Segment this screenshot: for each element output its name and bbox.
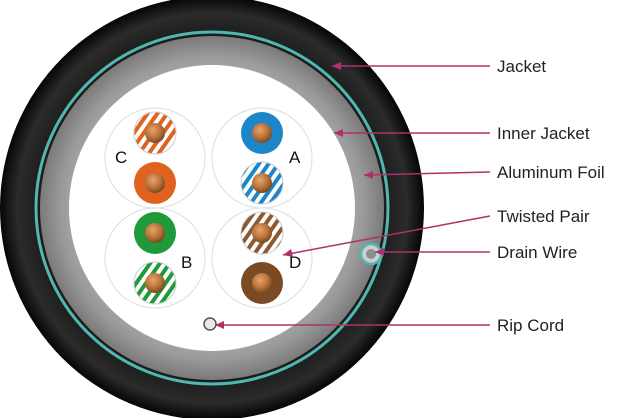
leader-twisted-pair — [282, 215, 491, 256]
label-jacket: Jacket — [497, 57, 546, 76]
arrowhead-twisted-pair — [283, 249, 293, 257]
arrowhead-inner-jacket — [334, 129, 343, 137]
arrowhead-rip-cord — [215, 321, 224, 329]
pair-label-d: D — [289, 253, 301, 272]
pair-label-a: A — [289, 148, 301, 167]
label-inner-jacket: Inner Jacket — [497, 124, 590, 143]
rip-cord — [203, 317, 217, 331]
leader-aluminum-foil — [363, 171, 491, 176]
aluminum-foil-ring — [34, 30, 390, 386]
pair-d-outline — [211, 207, 313, 309]
pair-b-outline — [104, 207, 206, 309]
pair-a-conductors — [240, 112, 284, 205]
pair-label-c: C — [115, 148, 127, 167]
label-rip-cord: Rip Cord — [497, 316, 564, 335]
pair-label-b: B — [181, 253, 192, 272]
arrowhead-jacket — [332, 62, 341, 70]
label-aluminum-foil: Aluminum Foil — [497, 163, 605, 182]
label-twisted-pair: Twisted Pair — [497, 207, 590, 226]
label-drain-wire: Drain Wire — [497, 243, 577, 262]
cable-core — [69, 65, 355, 351]
pair-b-conductors — [133, 212, 177, 305]
arrowhead-aluminum-foil — [364, 171, 373, 179]
pair-c-conductors — [133, 111, 177, 204]
arrowhead-drain-wire — [375, 248, 384, 256]
drain-wire-core — [366, 249, 376, 259]
pair-d-conductors — [240, 211, 284, 304]
